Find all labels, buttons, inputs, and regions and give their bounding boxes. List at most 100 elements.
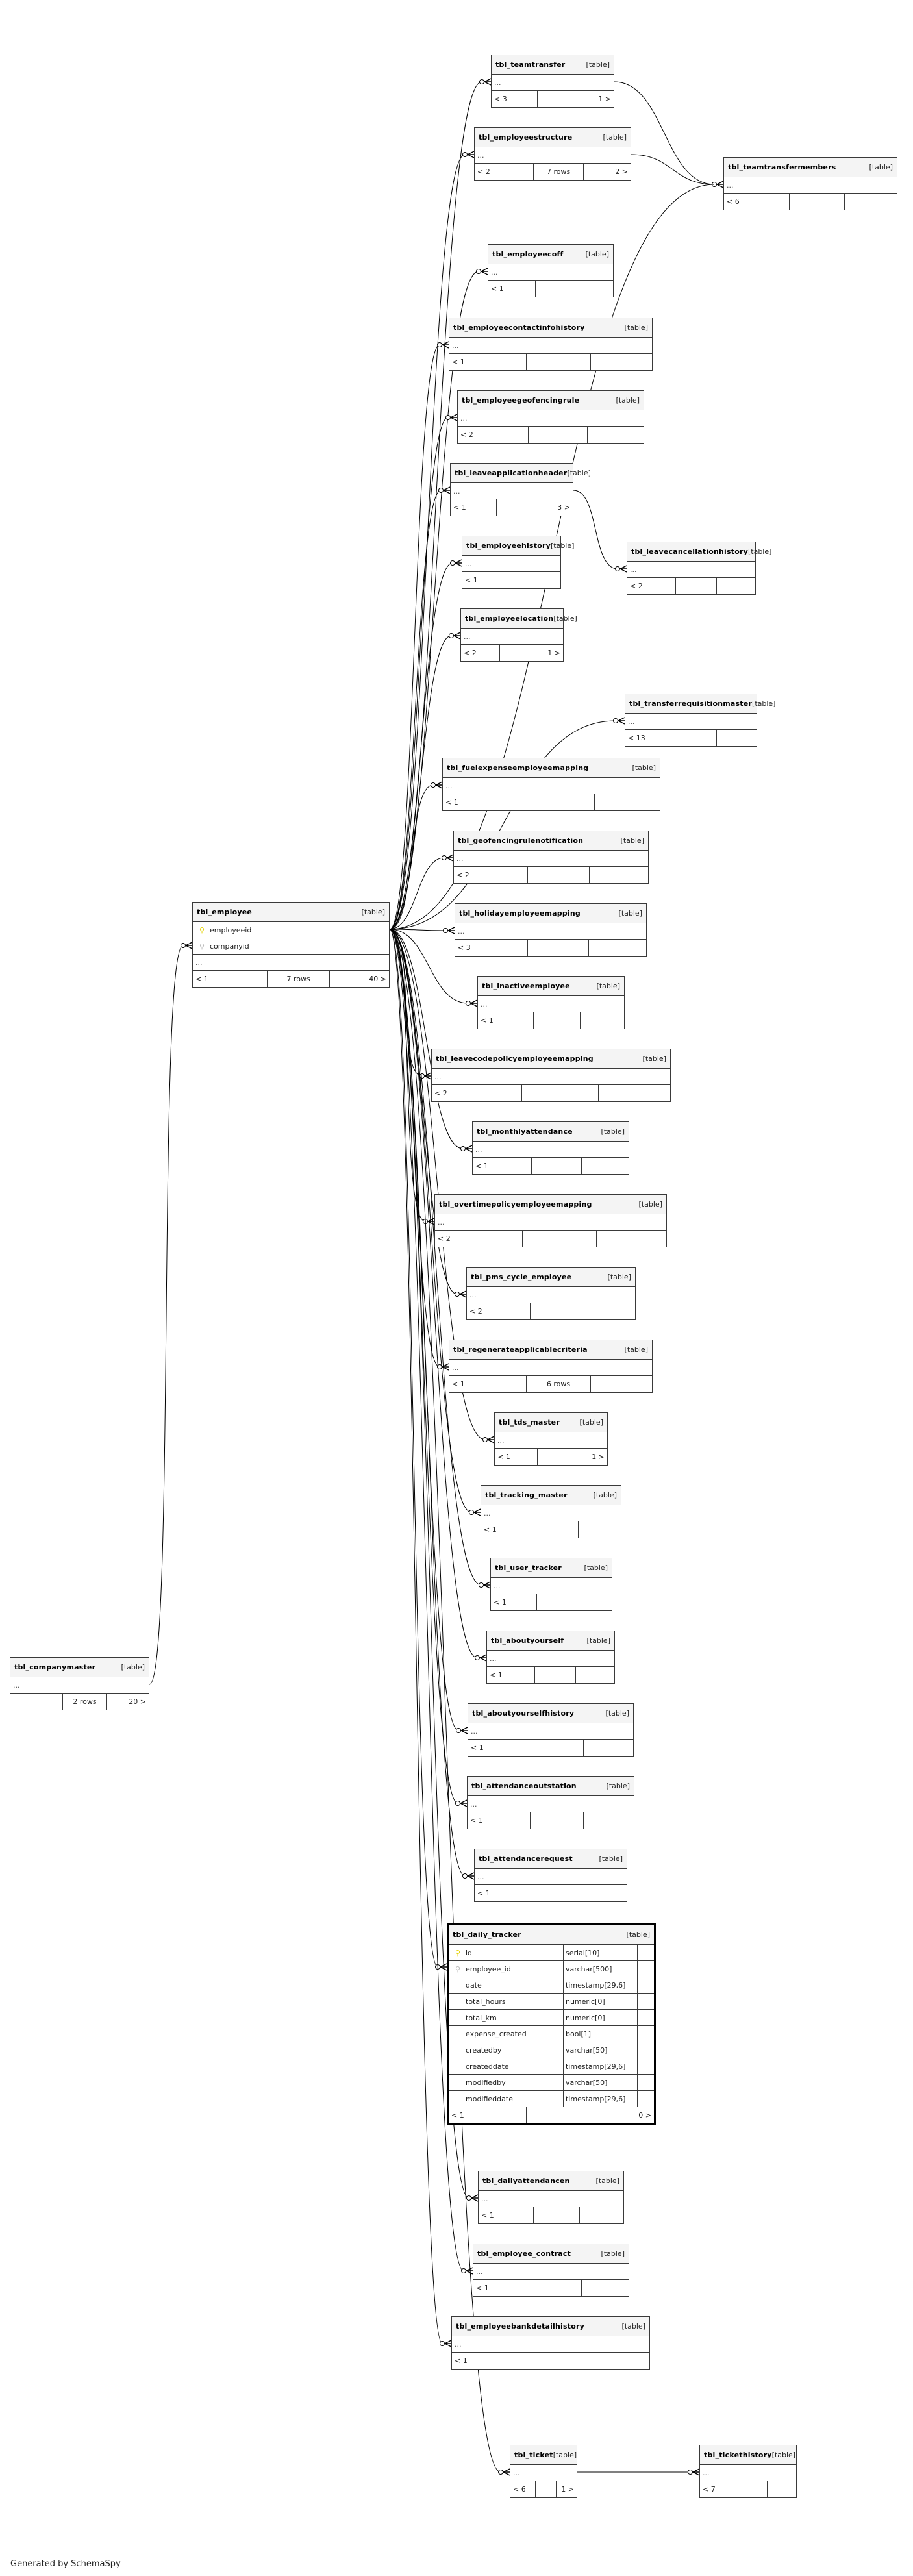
table-name[interactable]: tbl_employeegeofencingrule xyxy=(462,396,580,405)
child-count-link[interactable] xyxy=(584,1303,635,1319)
table-box-attendancerequest[interactable]: tbl_attendancerequest[table]...< 1 xyxy=(474,1849,627,1902)
table-name[interactable]: tbl_pms_cycle_employee xyxy=(471,1273,572,1281)
child-count-link[interactable] xyxy=(531,572,560,588)
child-count-link[interactable]: 3 > xyxy=(557,503,570,512)
child-count-link[interactable] xyxy=(597,1231,666,1247)
table-box-aboutyourselfhistory[interactable]: tbl_aboutyourselfhistory[table]...< 1 xyxy=(468,1703,634,1757)
parent-count-link[interactable]: < 2 xyxy=(432,1085,523,1101)
table-box-transferrequisitionmaster[interactable]: tbl_transferrequisitionmaster[table]...<… xyxy=(625,694,775,747)
parent-count-link[interactable]: < 1 xyxy=(443,794,525,810)
parent-count-link[interactable]: < 1 xyxy=(487,1667,536,1683)
child-count-link[interactable] xyxy=(576,1667,614,1683)
parent-count-link[interactable]: < 1 xyxy=(473,2280,532,2296)
child-count-link[interactable] xyxy=(768,2481,796,2497)
table-box-employee-contract[interactable]: tbl_employee_contract[table]...< 1 xyxy=(473,2244,629,2297)
table-name[interactable]: tbl_user_tracker xyxy=(495,1564,562,1572)
table-box-employee[interactable]: tbl_employee[table]⚲employeeid⚲companyid… xyxy=(192,902,390,988)
table-box-employeebankdetailhistory[interactable]: tbl_employeebankdetailhistory[table]...<… xyxy=(451,2316,650,2370)
table-name[interactable]: tbl_attendanceoutstation xyxy=(471,1782,577,1790)
table-name[interactable]: tbl_employeestructure xyxy=(479,133,573,142)
child-count-link[interactable] xyxy=(580,2207,623,2223)
table-name[interactable]: tbl_holidayemployeemapping xyxy=(459,909,581,918)
child-count-link[interactable] xyxy=(845,194,897,210)
child-count-link[interactable] xyxy=(584,1740,633,1756)
table-box-inactiveemployee[interactable]: tbl_inactiveemployee[table]...< 1 xyxy=(477,976,625,1029)
table-box-tickethistory[interactable]: tbl_tickethistory[table]...< 7 xyxy=(699,2445,797,2498)
parent-count-link[interactable]: < 2 xyxy=(475,164,534,180)
table-box-holidayemployeemapping[interactable]: tbl_holidayemployeemapping[table]...< 3 xyxy=(455,903,647,957)
parent-count-link[interactable]: < 1 xyxy=(193,971,268,987)
parent-count-link[interactable]: < 1 xyxy=(449,354,527,370)
parent-count-link[interactable]: < 1 xyxy=(468,1812,531,1829)
table-name[interactable]: tbl_overtimepolicyemployeemapping xyxy=(439,1200,592,1208)
table-name[interactable]: tbl_tds_master xyxy=(499,1418,560,1427)
table-name[interactable]: tbl_tickethistory xyxy=(704,2451,772,2459)
child-count-link[interactable]: 0 > xyxy=(638,2111,651,2120)
table-box-teamtransfermembers[interactable]: tbl_teamtransfermembers[table]...< 6 xyxy=(723,157,897,210)
table-box-employeehistory[interactable]: tbl_employeehistory[table]...< 1 xyxy=(462,536,574,589)
child-count-link[interactable] xyxy=(599,1085,670,1101)
parent-count-link[interactable]: < 1 xyxy=(449,2107,527,2123)
table-name[interactable]: tbl_employee xyxy=(197,908,253,916)
parent-count-link[interactable]: < 1 xyxy=(451,499,497,516)
table-box-aboutyourself[interactable]: tbl_aboutyourself[table]...< 1 xyxy=(486,1631,615,1684)
parent-count-link[interactable]: < 1 xyxy=(473,1158,532,1174)
table-name[interactable]: tbl_ticket xyxy=(514,2451,553,2459)
child-count-link[interactable] xyxy=(575,1594,612,1610)
parent-count-link[interactable]: < 1 xyxy=(462,572,500,588)
parent-count-link[interactable]: < 2 xyxy=(435,1231,523,1247)
table-name[interactable]: tbl_leavecancellationhistory xyxy=(631,547,748,556)
table-box-user-tracker[interactable]: tbl_user_tracker[table]...< 1 xyxy=(490,1558,612,1611)
child-count-link[interactable] xyxy=(582,1158,629,1174)
child-count-link[interactable] xyxy=(582,2280,629,2296)
parent-count-link[interactable] xyxy=(10,1694,63,1710)
child-count-link[interactable] xyxy=(575,281,613,297)
table-name[interactable]: tbl_employeehistory xyxy=(466,542,551,550)
table-box-employeecontactinfohistory[interactable]: tbl_employeecontactinfohistory[table]...… xyxy=(449,318,653,371)
child-count-link[interactable] xyxy=(581,1885,627,1901)
column-row[interactable]: ⚲companyid xyxy=(193,938,389,955)
column-row[interactable]: ⚲employeeid xyxy=(193,922,389,938)
table-name[interactable]: tbl_employeelocation xyxy=(465,614,554,623)
parent-count-link[interactable]: < 6 xyxy=(510,2481,536,2497)
table-name[interactable]: tbl_teamtransfer xyxy=(495,60,566,69)
child-count-link[interactable] xyxy=(589,940,646,956)
table-name[interactable]: tbl_tracking_master xyxy=(485,1491,568,1499)
parent-count-link[interactable]: < 1 xyxy=(449,1376,527,1392)
parent-count-link[interactable]: < 13 xyxy=(625,730,675,746)
table-name[interactable]: tbl_geofencingrulenotification xyxy=(458,836,584,845)
table-name[interactable]: tbl_leaveapplicationheader xyxy=(455,469,568,477)
table-name[interactable]: tbl_employeecoff xyxy=(492,250,564,258)
parent-count-link[interactable]: < 1 xyxy=(468,1740,531,1756)
table-name[interactable]: tbl_employeecontactinfohistory xyxy=(453,323,585,332)
parent-count-link[interactable]: < 2 xyxy=(627,578,676,594)
parent-count-link[interactable]: < 1 xyxy=(488,281,536,297)
table-name[interactable]: tbl_aboutyourselfhistory xyxy=(472,1709,575,1718)
table-box-dailyattendancen[interactable]: tbl_dailyattendancen[table]...< 1 xyxy=(478,2171,624,2224)
parent-count-link[interactable]: < 2 xyxy=(461,645,500,661)
table-box-leavecodepolicyemployeemapping[interactable]: tbl_leavecodepolicyemployeemapping[table… xyxy=(431,1049,671,1102)
child-count-link[interactable] xyxy=(590,867,648,883)
table-name[interactable]: tbl_teamtransfermembers xyxy=(728,163,836,171)
table-box-leavecancellationhistory[interactable]: tbl_leavecancellationhistory[table]...< … xyxy=(627,542,771,595)
table-name[interactable]: tbl_leavecodepolicyemployeemapping xyxy=(436,1055,594,1063)
child-count-link[interactable]: 40 > xyxy=(369,975,386,983)
table-box-employeecoff[interactable]: tbl_employeecoff[table]...< 1 xyxy=(488,244,614,297)
child-count-link[interactable]: 1 > xyxy=(598,95,611,103)
child-count-link[interactable] xyxy=(579,1521,621,1538)
child-count-link[interactable] xyxy=(717,730,757,746)
child-count-link[interactable] xyxy=(591,354,652,370)
parent-count-link[interactable]: < 2 xyxy=(458,427,529,443)
table-box-employeegeofencingrule[interactable]: tbl_employeegeofencingrule[table]...< 2 xyxy=(457,390,644,444)
child-count-link[interactable]: 1 > xyxy=(592,1453,605,1461)
